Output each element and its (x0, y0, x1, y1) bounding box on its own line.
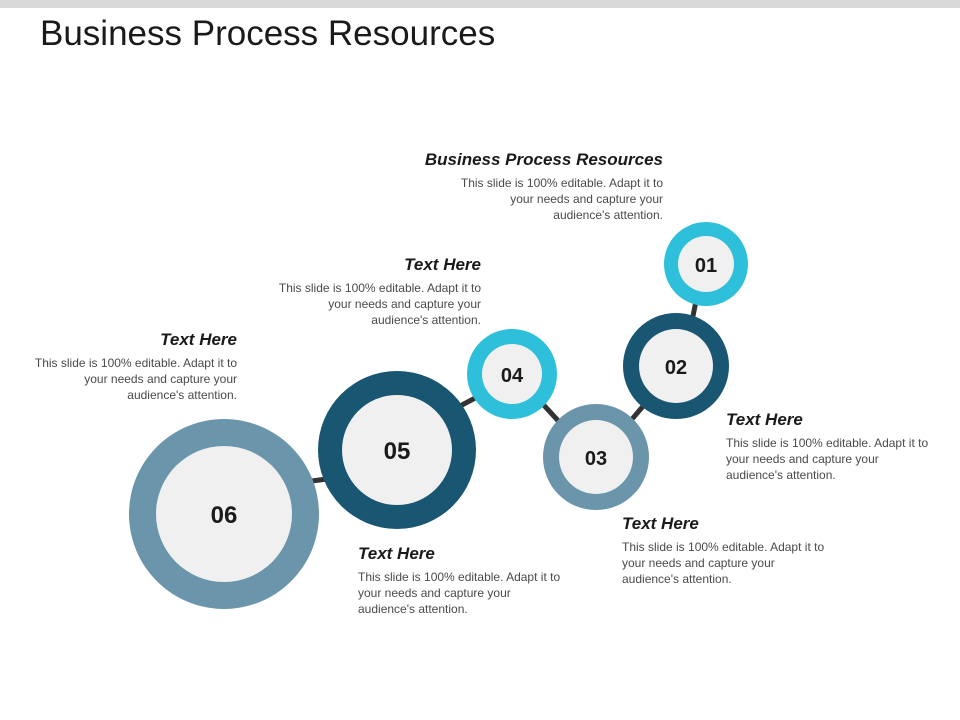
step-heading: Text Here (726, 410, 803, 429)
step-number: 01 (695, 255, 717, 277)
step-description: This slide is 100% editable. Adapt it to… (726, 436, 929, 482)
step-number: 04 (501, 365, 524, 387)
step-01-text: Business Process Resources This slide is… (425, 150, 663, 223)
step-description: This slide is 100% editable. Adapt it to… (622, 540, 825, 586)
step-description: This slide is 100% editable. Adapt it to… (278, 281, 481, 327)
inner-disc (342, 395, 452, 505)
step-heading: Text Here (358, 544, 435, 563)
step-04-circle: 04 (467, 329, 557, 419)
step-number: 06 (211, 502, 238, 529)
step-05-text: Text Here This slide is 100% editable. A… (358, 544, 563, 617)
step-02-circle: 02 (623, 313, 729, 419)
step-number: 02 (665, 357, 687, 379)
step-05-circle: 05 (318, 371, 476, 529)
inner-disc (156, 446, 292, 582)
inner-disc (639, 329, 713, 403)
step-06-circle: 06 (129, 419, 319, 609)
step-01-circle: 01 (664, 222, 748, 306)
step-heading: Text Here (622, 514, 699, 533)
top-bar (0, 0, 960, 8)
step-heading: Text Here (160, 330, 237, 349)
step-03-circle: 03 (543, 404, 649, 510)
step-02-text: Text Here This slide is 100% editable. A… (726, 410, 931, 483)
step-description: This slide is 100% editable. Adapt it to… (34, 356, 237, 402)
page-title: Business Process Resources (40, 14, 496, 53)
step-03-text: Text Here This slide is 100% editable. A… (622, 514, 827, 587)
inner-disc (482, 344, 542, 404)
step-04-text: Text Here This slide is 100% editable. A… (276, 255, 481, 328)
step-06-text: Text Here This slide is 100% editable. A… (32, 330, 237, 403)
step-number: 03 (585, 448, 607, 470)
inner-disc (678, 236, 734, 292)
step-number: 05 (384, 438, 411, 465)
step-description: This slide is 100% editable. Adapt it to… (358, 570, 561, 616)
inner-disc (559, 420, 633, 494)
step-heading: Text Here (404, 255, 481, 274)
step-heading: Business Process Resources (424, 150, 663, 169)
step-description: This slide is 100% editable. Adapt it to… (460, 176, 663, 222)
